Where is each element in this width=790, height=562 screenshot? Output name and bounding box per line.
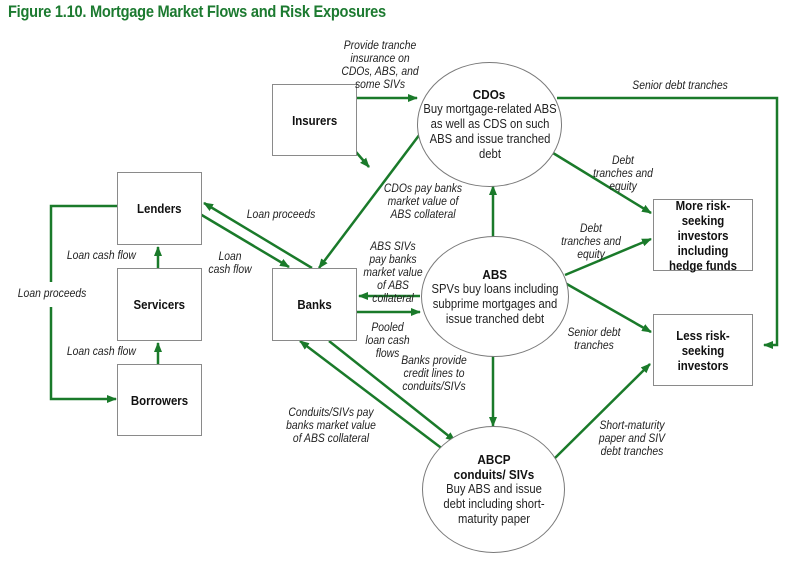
label-cdos-senior: Senior debt tranches: [632, 80, 728, 92]
node-more-risk-seeking-investors[interactable]: More risk-seeking investors including he…: [653, 197, 753, 273]
node-banks[interactable]: Banks: [272, 268, 357, 341]
arrow-banks-to-abcp: [328, 340, 456, 442]
label-abcp-banks: Conduits/SIVs pay banks market value of …: [286, 407, 376, 445]
arrow-lenders-to-borrowers-bottom: [49, 307, 117, 403]
figure-title: Figure 1.10. Mortgage Market Flows and R…: [8, 2, 386, 21]
label-banks-abs: Pooled loan cash flows: [365, 322, 410, 360]
arrow-abs-to-more-risk: [564, 237, 652, 277]
node-servicers-label: Servicers: [133, 297, 186, 312]
node-abcp-conduits-sivs[interactable]: ABCP conduits/ SIVs Buy ABS and issue de…: [422, 426, 565, 553]
node-lenders[interactable]: Lenders: [117, 172, 202, 245]
node-abcp-desc: Buy ABS and issue debt including short-m…: [442, 482, 545, 526]
node-cdos-desc: Buy mortgage-related ABS as well as CDS …: [422, 102, 557, 161]
node-insurers[interactable]: Insurers: [272, 84, 357, 156]
node-abs-title: ABS: [482, 266, 508, 282]
arrow-abcp-to-banks: [299, 340, 445, 451]
node-borrowers-label: Borrowers: [130, 392, 189, 408]
label-banks-abcp: Banks provide credit lines to conduits/S…: [401, 355, 467, 393]
node-abs[interactable]: ABS SPVs buy loans including subprime mo…: [421, 236, 569, 357]
label-abs-debt-equity: Debt tranches and equity: [561, 223, 621, 261]
arrow-banks-to-lenders: [203, 201, 313, 270]
arrow-cdos-to-less-risk: [557, 96, 779, 349]
arrow-lenders-to-borrowers-top: [49, 204, 117, 282]
arrow-abs-to-less-risk: [564, 281, 652, 334]
node-cdos-title: CDOs: [473, 87, 506, 102]
node-lenders-label: Lenders: [137, 201, 182, 216]
node-less-risk-seeking-investors[interactable]: Less risk-seeking investors: [653, 314, 753, 386]
node-more-risk-label: More risk-seeking investors including he…: [668, 197, 738, 273]
arrow-abcp-to-less-risk: [554, 363, 651, 459]
node-insurers-label: Insurers: [291, 112, 338, 128]
label-abs-senior: Senior debt tranches: [567, 327, 621, 352]
arrow-insurers-to-abs: [355, 151, 370, 168]
node-servicers[interactable]: Servicers: [117, 268, 202, 341]
node-cdos[interactable]: CDOs Buy mortgage-related ABS as well as…: [417, 62, 562, 187]
label-cdos-pay-banks: CDOs pay banks market value of ABS colla…: [383, 183, 463, 221]
label-cdos-debt-equity: Debt tranches and equity: [593, 155, 653, 193]
label-lenders-banks: Loan cash flow: [208, 251, 252, 276]
label-insurers-cdos: Provide tranche insurance on CDOs, ABS, …: [341, 40, 419, 91]
arrow-cdos-to-more-risk: [552, 151, 652, 215]
label-borrowers-servicers: Loan cash flow: [66, 346, 136, 358]
node-banks-label: Banks: [297, 297, 332, 312]
label-abs-pay-banks: ABS SIVs pay banks market value of ABS c…: [363, 241, 423, 305]
node-abcp-title: ABCP conduits/ SIVs: [453, 452, 534, 482]
label-abcp-less: Short-maturity paper and SIV debt tranch…: [598, 420, 666, 458]
label-banks-lenders: Loan proceeds: [246, 209, 316, 221]
node-less-risk-label: Less risk-seeking investors: [676, 327, 730, 373]
node-abs-desc: SPVs buy loans including subprime mortga…: [431, 281, 559, 326]
arrow-cdos-to-banks: [318, 133, 421, 269]
label-lenders-borrowers: Loan proceeds: [17, 288, 87, 300]
arrow-lenders-to-banks: [199, 212, 290, 269]
label-servicers-lenders: Loan cash flow: [66, 250, 136, 262]
node-borrowers[interactable]: Borrowers: [117, 364, 202, 436]
